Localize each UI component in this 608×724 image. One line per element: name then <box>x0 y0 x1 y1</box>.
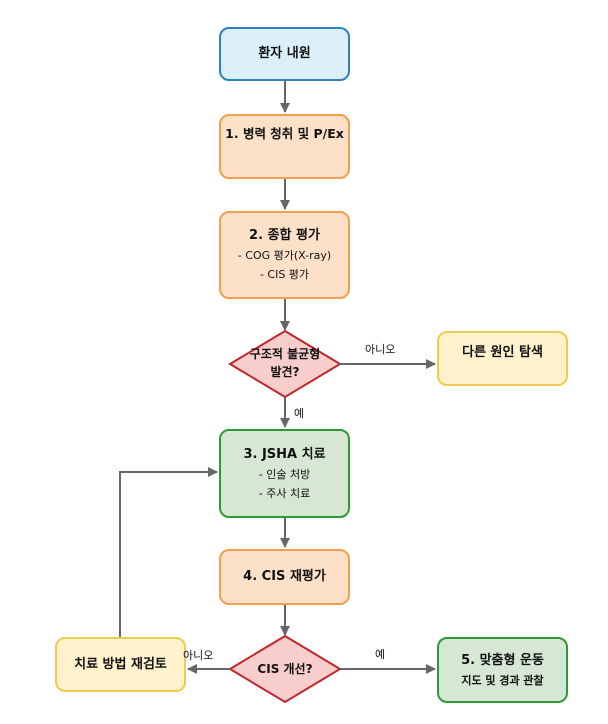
node-other-cause: 다른 원인 탐색 <box>437 331 568 386</box>
node-history-exam: 1. 병력 청취 및 P/Ex <box>219 114 350 179</box>
node-title: 2. 종합 평가 <box>249 228 320 243</box>
node-title: 환자 내원 <box>258 46 311 61</box>
edge-label-no: 아니오 <box>365 343 396 356</box>
node-comprehensive-eval: 2. 종합 평가 - COG 평가(X-ray) - CIS 평가 <box>219 211 350 299</box>
decision-text: 발견? <box>270 365 300 379</box>
edge-label-yes: 예 <box>294 407 305 420</box>
decision-structural-imbalance: 구조적 불균형 발견? <box>230 345 340 381</box>
node-custom-exercise: 5. 맞춤형 운동 지도 및 경과 관찰 <box>437 637 568 703</box>
node-title: 3. JSHA 치료 <box>243 446 326 462</box>
edge-review-to-step3 <box>119 467 218 637</box>
edge-label-yes: 예 <box>375 648 386 661</box>
node-detail: - CIS 평가 <box>259 268 310 281</box>
node-patient-visit: 환자 내원 <box>219 27 350 81</box>
node-title: 1. 병력 청취 및 P/Ex <box>225 126 344 141</box>
decision-text: CIS 개선? <box>257 662 313 676</box>
node-title: 치료 방법 재검토 <box>74 656 167 672</box>
node-jsha-treatment: 3. JSHA 치료 - 인술 처방 - 주사 치료 <box>219 429 350 518</box>
node-detail: 지도 및 경과 관찰 <box>461 673 544 687</box>
node-title: 5. 맞춤형 운동 <box>461 652 544 668</box>
node-title: 다른 원인 탐색 <box>462 345 543 360</box>
node-detail: - 주사 치료 <box>258 486 311 500</box>
edge-label-no: 아니오 <box>183 649 214 662</box>
decision-cis-improved: CIS 개선? <box>230 660 340 678</box>
node-cis-reeval: 4. CIS 재평가 <box>219 549 350 605</box>
node-review-treatment: 치료 방법 재검토 <box>55 637 186 692</box>
node-title: 4. CIS 재평가 <box>243 569 326 584</box>
decision-cis-improved-shape <box>228 634 342 704</box>
decision-text: 구조적 불균형 <box>249 347 321 361</box>
node-detail: - COG 평가(X-ray) <box>237 249 332 262</box>
node-detail: - 인술 처방 <box>258 467 311 481</box>
